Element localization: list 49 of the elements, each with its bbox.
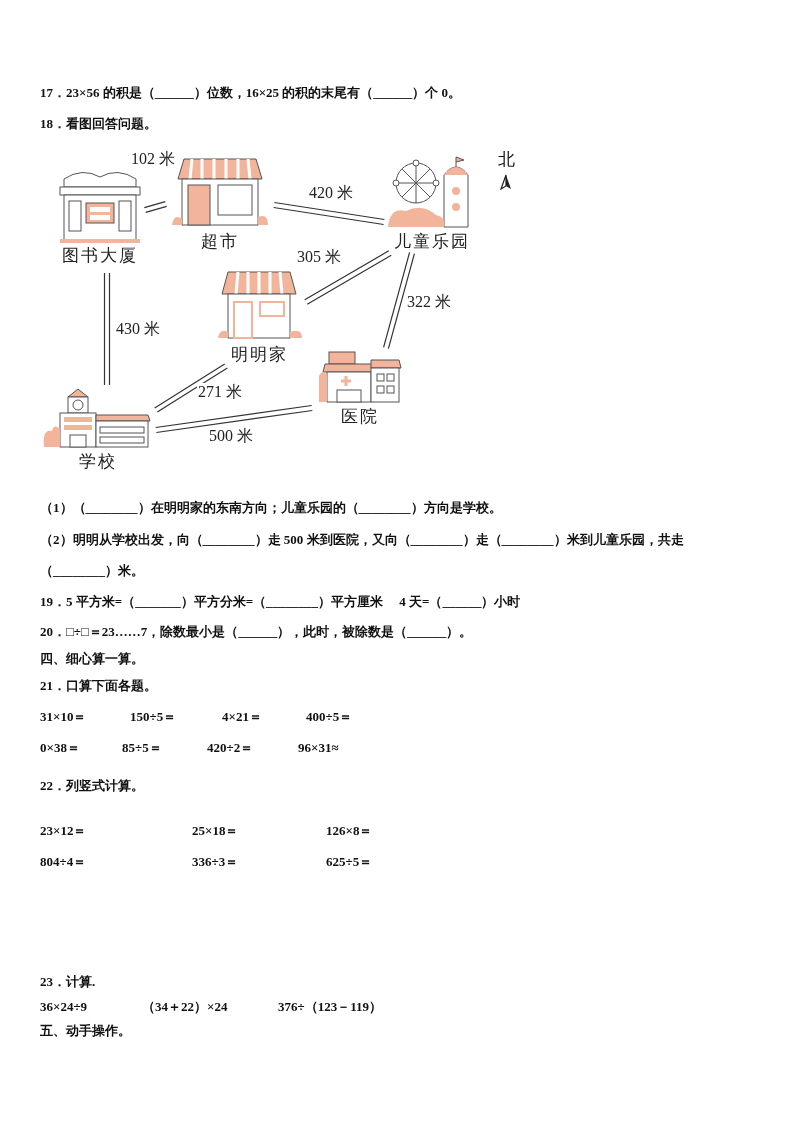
- arithmetic-problem: 31×10＝: [40, 709, 87, 725]
- arithmetic-problem: 126×8＝: [326, 823, 373, 839]
- arithmetic-problem: 376÷（123－119）: [278, 999, 382, 1015]
- question-text: 21．口算下面各题。: [40, 678, 157, 694]
- place-name: 超市: [201, 231, 239, 251]
- edge-label: 102 米: [130, 150, 176, 168]
- road-line: [143, 201, 168, 213]
- road-line: [103, 272, 111, 386]
- question-text: （1）（________）在明明家的东南方向；儿童乐园的（________）方向是学校。: [40, 500, 502, 516]
- arithmetic-problem: 336÷3＝: [192, 854, 239, 870]
- road-line: [273, 201, 385, 226]
- road-line: [154, 363, 228, 413]
- arithmetic-problem: 36×24÷9: [40, 999, 88, 1015]
- arithmetic-problem: 4×21＝: [222, 709, 262, 725]
- section-heading: 四、细心算一算。: [40, 651, 144, 667]
- question-text: 20．□÷□＝23……7，除数最小是（______），此时，被除数是（______）。: [40, 624, 473, 640]
- edge-label: 420 米: [308, 184, 354, 202]
- edge-label: 500 米: [208, 427, 254, 445]
- edge-label: 430 米: [115, 320, 161, 338]
- question-text: 18．看图回答问题。: [40, 116, 157, 132]
- arithmetic-problem: 25×18＝: [192, 823, 239, 839]
- road-line: [383, 251, 415, 350]
- arithmetic-problem: 96×31≈: [298, 740, 339, 756]
- compass-label: 北: [498, 152, 515, 168]
- question-text: 22．列竖式计算。: [40, 778, 144, 794]
- question-text: （2）明明从学校出发，向（________）走 500 米到医院，又向（________）走（________）米到儿童乐园，共走（________）米。: [40, 531, 685, 580]
- place-name: 儿童乐园: [394, 231, 470, 251]
- arithmetic-problem: 400÷5＝: [306, 709, 353, 725]
- section-heading: 五、动手操作。: [40, 1023, 131, 1039]
- place-name: 明明家: [230, 344, 288, 364]
- arithmetic-problem: 85÷5＝: [122, 740, 162, 756]
- edge-label: 322 米: [406, 293, 452, 311]
- arithmetic-problem: 150÷5＝: [130, 709, 177, 725]
- arithmetic-problem: （34＋22）×24: [142, 999, 228, 1015]
- place-name: 医院: [341, 406, 379, 426]
- arithmetic-problem: 0×38＝: [40, 740, 80, 756]
- arithmetic-problem: 804÷4＝: [40, 854, 87, 870]
- edge-label: 271 米: [197, 383, 243, 401]
- arithmetic-problem: 625÷5＝: [326, 854, 373, 870]
- place-name: 图书大厦: [62, 245, 138, 265]
- question-text: 19．5 平方米=（_______）平方分米=（________）平方厘米 4 天=（______）小时: [40, 594, 521, 610]
- road-line: [155, 404, 313, 434]
- place-name: 学校: [79, 451, 117, 471]
- arithmetic-problem: 420÷2＝: [207, 740, 254, 756]
- edge-label: 305 米: [296, 248, 342, 266]
- question-text: 23．计算.: [40, 974, 96, 990]
- arithmetic-problem: 23×12＝: [40, 823, 87, 839]
- question-text: 17．23×56 的积是（______）位数，16×25 的积的末尾有（______）个 0。: [40, 85, 462, 101]
- road-line: [304, 250, 392, 305]
